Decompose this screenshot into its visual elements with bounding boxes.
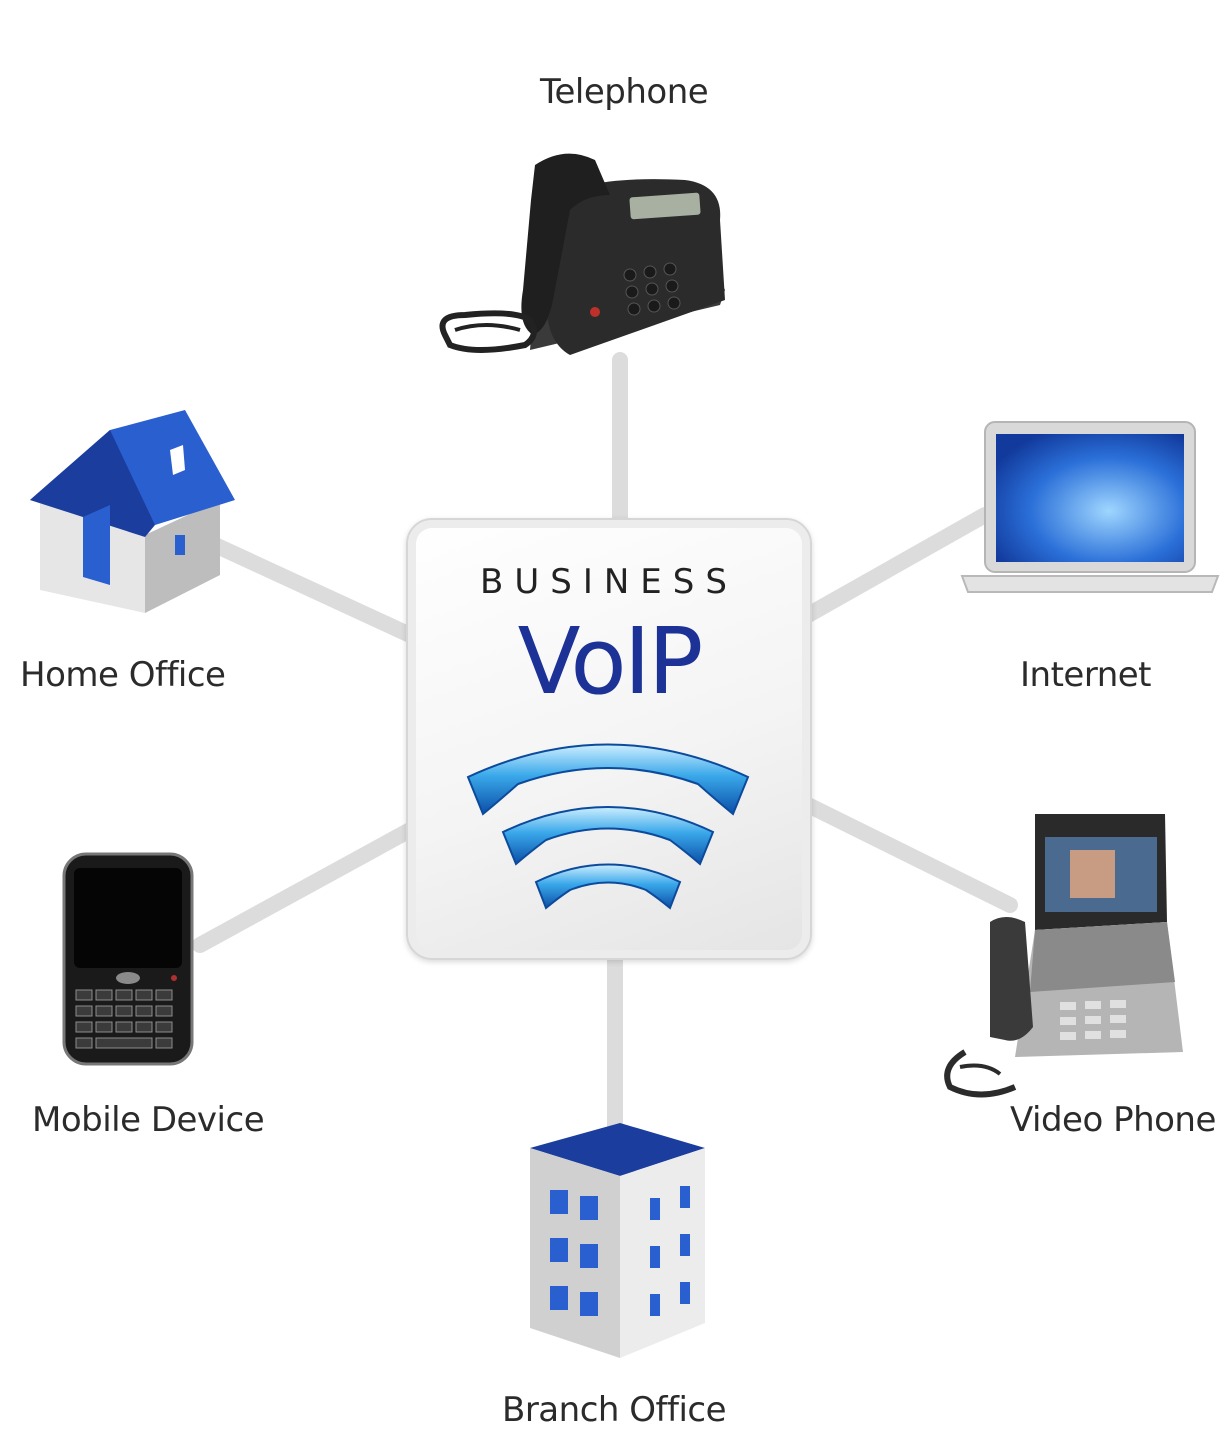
desk-phone-icon [439,153,725,355]
branch-office-label: Branch Office [502,1390,727,1430]
telephone-label: Telephone [540,72,709,112]
connector-video-phone [800,797,1018,913]
connector-internet [800,507,993,623]
connector-mobile-device [192,822,418,953]
connector-home-office [207,537,418,643]
phone-handset-waves-icon [466,743,750,910]
business-voip-hub: BUSINESS VoIP [406,518,812,960]
home-office-label: Home Office [20,655,226,695]
office-building-icon [530,1123,705,1358]
laptop-icon [960,421,1220,593]
hub-subtitle: VoIP [517,608,704,715]
house-icon [30,410,235,613]
smartphone-icon [62,852,194,1066]
internet-label: Internet [1020,655,1152,695]
video-phone-icon [944,814,1183,1098]
mobile-device-label: Mobile Device [32,1100,265,1140]
video-phone-label: Video Phone [1010,1100,1216,1140]
hub-title: BUSINESS [480,562,738,602]
